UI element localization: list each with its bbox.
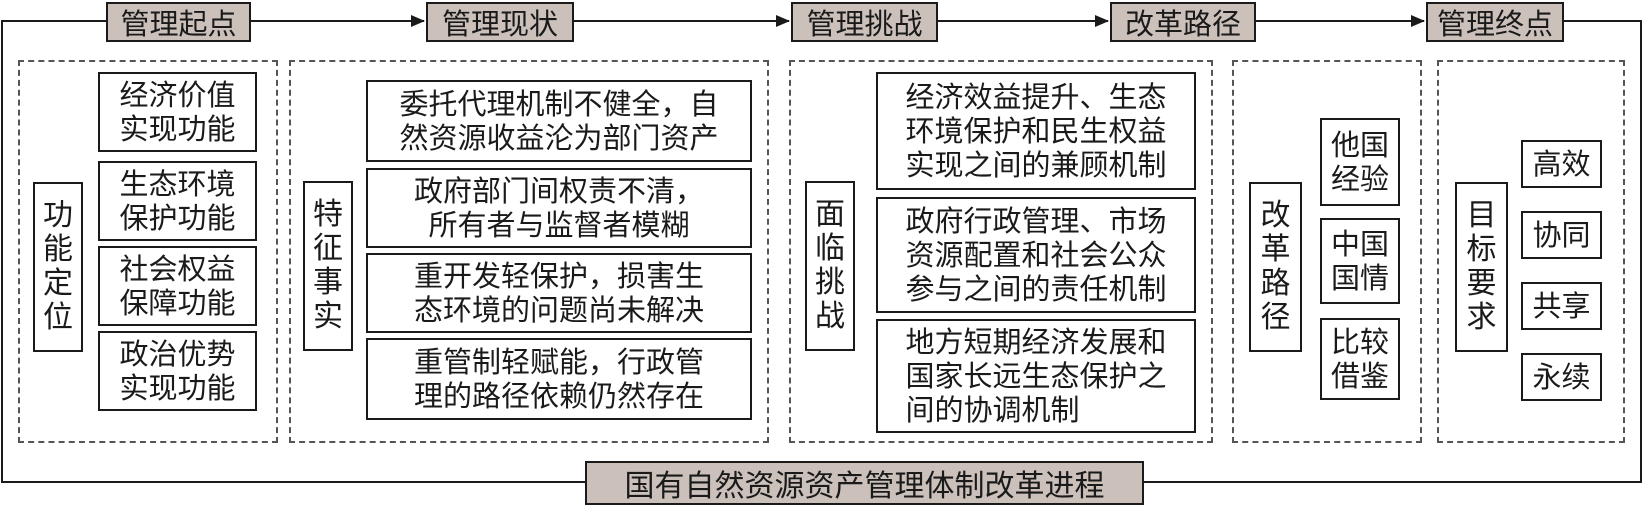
goal-item: 永续 (1521, 353, 1602, 401)
function-item: 社会权益 保障功能 (98, 246, 257, 326)
challenges-label: 面临挑战 (805, 181, 855, 351)
stage-start: 管理起点 (106, 2, 251, 42)
goal-item: 共享 (1521, 282, 1602, 330)
functions-label: 功能定位 (33, 182, 83, 352)
reform-item: 比较 借鉴 (1320, 318, 1400, 400)
challenge-item: 地方短期经济发展和 国家长远生态保护之 间的协调机制 (876, 319, 1196, 433)
goal-item: 协同 (1521, 211, 1602, 259)
stage-status: 管理现状 (426, 2, 574, 42)
reform-panel (1232, 60, 1422, 443)
functions-panel (18, 60, 278, 443)
challenge-item: 政府行政管理、市场 资源配置和社会公众 参与之间的责任机制 (876, 197, 1196, 313)
goal-item: 高效 (1521, 140, 1602, 188)
feature-item: 重管制轻赋能，行政管 理的路径依赖仍然存在 (366, 338, 752, 420)
outer-frame-line (1, 20, 585, 483)
stage-challenge: 管理挑战 (791, 2, 938, 42)
feature-item: 委托代理机制不健全，自 然资源收益沦为部门资产 (366, 80, 752, 162)
challenges-panel (789, 60, 1213, 443)
reform-label: 改革路径 (1249, 182, 1302, 352)
challenge-item: 经济效益提升、生态 环境保护和民生权益 实现之间的兼顾机制 (876, 72, 1196, 190)
function-item: 政治优势 实现功能 (98, 331, 257, 411)
goals-label: 目标要求 (1455, 182, 1508, 352)
features-panel (289, 60, 769, 443)
reform-item: 中国 国情 (1320, 218, 1400, 304)
outer-frame-line-right (1144, 20, 1642, 483)
features-label: 特征事实 (303, 181, 353, 351)
stage-end: 管理终点 (1426, 2, 1564, 42)
reform-item: 他国 经验 (1320, 118, 1400, 206)
goals-panel (1437, 60, 1625, 443)
stage-path: 改革路径 (1110, 2, 1256, 42)
process-footer: 国有自然资源资产管理体制改革进程 (585, 461, 1144, 505)
feature-item: 重开发轻保护，损害生 态环境的问题尚未解决 (366, 253, 752, 333)
feature-item: 政府部门间权责不清， 所有者与监督者模糊 (366, 168, 752, 248)
function-item: 经济价值 实现功能 (98, 72, 257, 152)
function-item: 生态环境 保护功能 (98, 161, 257, 241)
